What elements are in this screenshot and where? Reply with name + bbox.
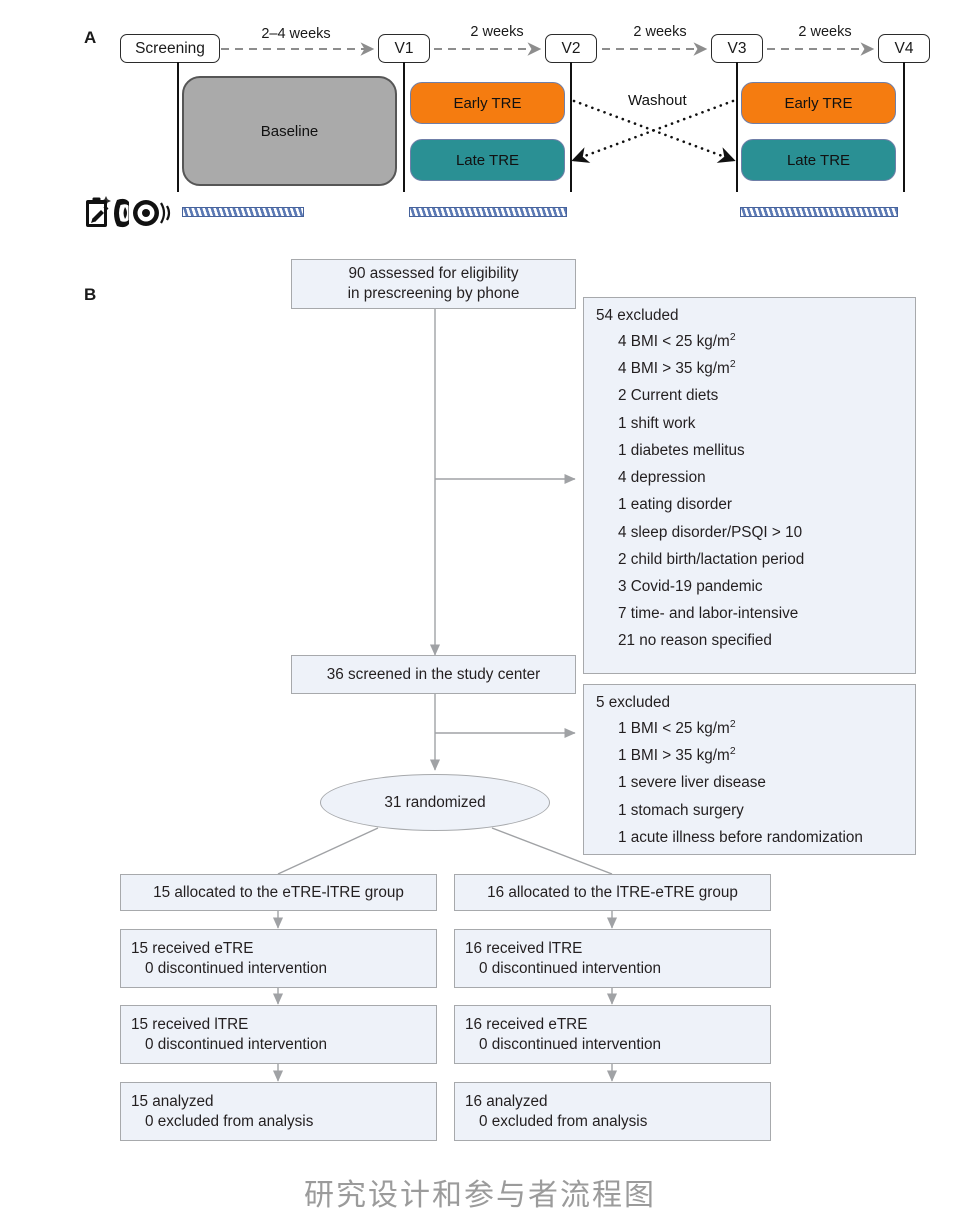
visit-line-screening xyxy=(177,62,180,192)
list-item: 4 depression xyxy=(618,469,706,487)
visit-box-v3[interactable]: V3 xyxy=(711,34,763,63)
allocated-left-label: 15 allocated to the eTRE-lTRE group xyxy=(153,883,404,901)
phase-box-late-tre-1[interactable]: Late TRE xyxy=(410,139,565,181)
list-item: 1 shift work xyxy=(618,414,696,432)
allocated-right-label: 16 allocated to the lTRE-eTRE group xyxy=(487,883,738,901)
box-allocated-right[interactable]: 16 allocated to the lTRE-eTRE group xyxy=(454,874,771,911)
visit-box-v2[interactable]: V2 xyxy=(545,34,597,63)
box-excluded-screening[interactable]: 5 excluded 1 BMI < 25 kg/m2 1 BMI > 35 k… xyxy=(583,684,916,855)
phase-box-baseline[interactable]: Baseline xyxy=(182,76,397,186)
screened-label: 36 screened in the study center xyxy=(326,665,541,683)
measurement-icons-group xyxy=(86,196,171,228)
box-analyzed-right[interactable]: 16 analyzed 0 excluded from analysis xyxy=(454,1082,771,1141)
received-2-right-line-1: 16 received eTRE xyxy=(465,1016,588,1033)
clipboard-pen-icon xyxy=(86,196,111,227)
excluded-1-title: 54 excluded xyxy=(596,307,679,324)
visit-line-v3 xyxy=(736,62,739,192)
analyzed-right-line-1: 16 analyzed xyxy=(465,1093,548,1110)
box-assessed-for-eligibility[interactable]: 90 assessed for eligibility in prescreen… xyxy=(291,259,576,309)
figure-caption: 研究设计和参与者流程图 xyxy=(304,1178,656,1213)
list-item: 1 BMI > 35 kg/m2 xyxy=(618,746,736,765)
assessed-line-2: in prescreening by phone xyxy=(347,285,520,302)
washout-label: Washout xyxy=(628,92,687,109)
box-received-1-right[interactable]: 16 received lTRE 0 discontinued interven… xyxy=(454,929,771,988)
panel-a-timeline-arrows xyxy=(221,42,875,163)
analyzed-left-line-1: 15 analyzed xyxy=(131,1093,214,1110)
ellipse-randomized[interactable]: 31 randomized xyxy=(320,774,550,831)
list-item: 21 no reason specified xyxy=(618,632,772,650)
received-2-left-line-2: 0 discontinued intervention xyxy=(145,1035,327,1053)
list-item: 4 BMI < 25 kg/m2 xyxy=(618,331,736,350)
list-item: 3 Covid-19 pandemic xyxy=(618,577,763,595)
phase-box-early-tre-2[interactable]: Early TRE xyxy=(741,82,896,124)
duration-label-v2-v3: 2 weeks xyxy=(633,24,687,40)
list-item: 1 BMI < 25 kg/m2 xyxy=(618,718,736,737)
received-2-right-line-2: 0 discontinued intervention xyxy=(479,1035,661,1053)
received-2-left-line-1: 15 received lTRE xyxy=(131,1016,249,1033)
measurement-bar-baseline xyxy=(182,207,304,217)
phase-box-early-tre-1[interactable]: Early TRE xyxy=(410,82,565,124)
list-item: 2 child birth/lactation period xyxy=(618,550,805,568)
list-item: 1 eating disorder xyxy=(618,496,732,514)
list-item: 2 Current diets xyxy=(618,387,719,405)
list-item: 1 stomach surgery xyxy=(618,801,744,819)
visit-box-v4[interactable]: V4 xyxy=(878,34,930,63)
measurement-bar-period-1 xyxy=(409,207,567,217)
visit-box-screening[interactable]: Screening xyxy=(120,34,220,63)
excluded-2-title: 5 excluded xyxy=(596,694,670,711)
received-1-right-line-1: 16 received lTRE xyxy=(465,940,583,957)
excluded-2-reason-list: 1 BMI < 25 kg/m2 1 BMI > 35 kg/m2 1 seve… xyxy=(596,715,903,851)
box-allocated-left[interactable]: 15 allocated to the eTRE-lTRE group xyxy=(120,874,437,911)
excluded-1-reason-list: 4 BMI < 25 kg/m2 4 BMI > 35 kg/m2 2 Curr… xyxy=(596,328,903,655)
visit-line-v1 xyxy=(403,62,406,192)
box-received-2-right[interactable]: 16 received eTRE 0 discontinued interven… xyxy=(454,1005,771,1064)
visit-line-v2 xyxy=(570,62,573,192)
box-excluded-prescreening[interactable]: 54 excluded 4 BMI < 25 kg/m2 4 BMI > 35 … xyxy=(583,297,916,674)
duration-label-v3-v4: 2 weeks xyxy=(798,24,852,40)
visit-line-v4 xyxy=(903,62,906,192)
received-1-right-line-2: 0 discontinued intervention xyxy=(479,959,661,977)
duration-label-v1-v2: 2 weeks xyxy=(470,24,524,40)
list-item: 7 time- and labor-intensive xyxy=(618,605,799,623)
assessed-line-1: 90 assessed for eligibility xyxy=(348,265,519,283)
smartwatch-icon xyxy=(114,198,129,228)
duration-label-screening-v1: 2–4 weeks xyxy=(261,26,331,42)
panel-a-letter: A xyxy=(84,28,97,47)
list-item: 4 sleep disorder/PSQI > 10 xyxy=(618,523,803,541)
box-received-2-left[interactable]: 15 received lTRE 0 discontinued interven… xyxy=(120,1005,437,1064)
box-analyzed-left[interactable]: 15 analyzed 0 excluded from analysis xyxy=(120,1082,437,1141)
sensor-signal-icon xyxy=(133,200,171,226)
list-item: 1 severe liver disease xyxy=(618,774,766,792)
panel-b-letter: B xyxy=(84,285,97,304)
measurement-bar-period-2 xyxy=(740,207,898,217)
analyzed-right-line-2: 0 excluded from analysis xyxy=(479,1112,648,1130)
list-item: 1 diabetes mellitus xyxy=(618,441,745,459)
received-1-left-line-1: 15 received eTRE xyxy=(131,940,254,957)
visit-box-v1[interactable]: V1 xyxy=(378,34,430,63)
box-received-1-left[interactable]: 15 received eTRE 0 discontinued interven… xyxy=(120,929,437,988)
received-1-left-line-2: 0 discontinued intervention xyxy=(145,959,327,977)
list-item: 4 BMI > 35 kg/m2 xyxy=(618,359,736,378)
analyzed-left-line-2: 0 excluded from analysis xyxy=(145,1112,314,1130)
box-screened-study-center[interactable]: 36 screened in the study center xyxy=(291,655,576,694)
phase-box-late-tre-2[interactable]: Late TRE xyxy=(741,139,896,181)
list-item: 1 acute illness before randomization xyxy=(618,828,863,846)
